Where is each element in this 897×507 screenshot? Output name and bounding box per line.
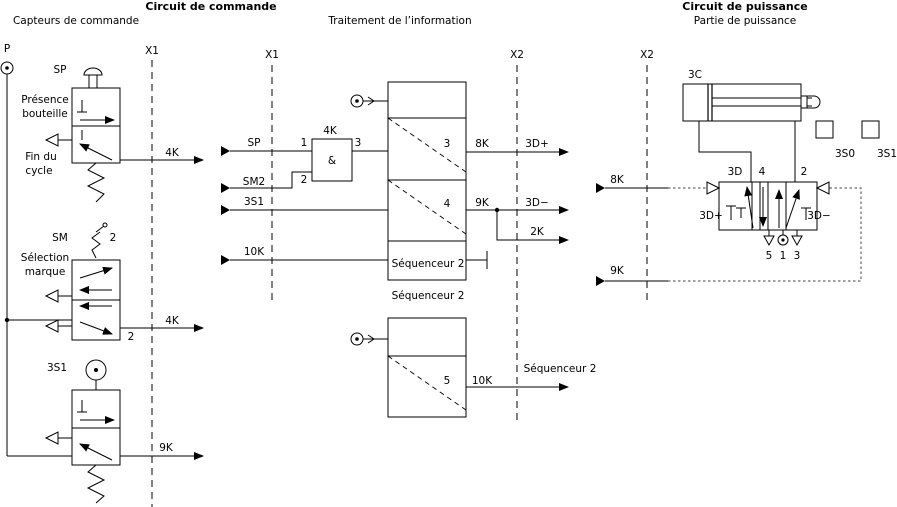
- valve-exhaust-3: 3: [794, 250, 801, 262]
- and-gate-out: 3: [355, 137, 362, 149]
- svg-text:X1: X1: [265, 49, 279, 61]
- power-input-8k-label: 8K: [610, 174, 625, 186]
- sequencer2-output-k: 10K: [472, 375, 493, 387]
- output-2k-label: 2K: [530, 226, 545, 238]
- svg-text:P: P: [4, 43, 10, 55]
- sequencer2-step-5: 5: [444, 375, 451, 387]
- power-input-9k-label: 9K: [610, 265, 625, 277]
- boundary-x2-middle: X2: [510, 49, 524, 420]
- processing-input-3s1: [221, 205, 388, 215]
- valve-port-3d: 3D: [728, 166, 743, 178]
- power-input-8k: [596, 183, 707, 193]
- valve-port-2: 2: [801, 166, 808, 178]
- processing-input-sp-label: SP: [248, 137, 261, 149]
- power-input-9k: [596, 187, 862, 286]
- valve-supply-1: 1: [780, 250, 787, 262]
- boundary-x1-middle: X1: [265, 49, 279, 300]
- sensor-sp-tag: SP: [54, 64, 67, 76]
- output-3d-minus-label: 3D−: [525, 197, 549, 209]
- sequencer-main-step-3: 3: [444, 138, 451, 150]
- sensor-sm-desc-1: Sélection: [21, 252, 69, 264]
- valve-pilot-plus: 3D+: [699, 210, 723, 222]
- output-8k-label: 8K: [475, 138, 490, 150]
- processing-input-10k-label: 10K: [244, 246, 265, 258]
- svg-text:X1: X1: [145, 45, 159, 57]
- sensor-sp-output-label: 4K: [165, 147, 180, 159]
- processing-input-sm2: [221, 171, 312, 193]
- and-gate: [311, 138, 353, 182]
- boundary-x1-left: X1: [145, 45, 159, 507]
- valve-port-4: 4: [759, 166, 766, 178]
- heading-power-part: Partie de puissance: [694, 15, 796, 27]
- limit-switch-3s1-label: 3S1: [877, 148, 897, 160]
- heading-information-processing: Traitement de l’information: [327, 15, 471, 27]
- limit-switch-3s1-icon: [861, 120, 880, 139]
- output-2k-arrow: [496, 210, 569, 244]
- sequencer-main: [350, 81, 467, 281]
- cylinder-air-lines: [698, 121, 796, 182]
- sequencer2-output-label: Séquenceur 2: [524, 363, 597, 375]
- sensor-sp-end-2: cycle: [25, 165, 52, 177]
- and-gate-symbol: &: [328, 155, 336, 167]
- sensor-sm-desc-2: marque: [25, 266, 66, 278]
- and-gate-name: 4K: [323, 125, 338, 137]
- sensor-3s1-valve: [44, 359, 121, 504]
- output-3d-plus-label: 3D+: [525, 138, 549, 150]
- cylinder-tag: 3C: [688, 69, 702, 81]
- processing-input-sm2-label: SM2: [243, 176, 265, 188]
- processing-input-sp: [221, 146, 312, 156]
- valve-exhaust-5: 5: [766, 250, 773, 262]
- sequencer2-title: Séquenceur 2: [392, 290, 465, 302]
- sensor-sm-valve: [44, 222, 121, 341]
- boundary-x2-right: X2: [640, 49, 654, 300]
- sensor-sp-desc-2: bouteille: [22, 108, 68, 120]
- sequencer2: [350, 317, 467, 418]
- processing-input-3s1-label: 3S1: [244, 196, 264, 208]
- sensor-sm-tag: SM: [52, 232, 68, 244]
- sensor-3s1-output-label: 9K: [159, 442, 174, 454]
- valve-pilot-minus: 3D−: [807, 210, 831, 222]
- heading-power-circuit: Circuit de puissance: [682, 0, 807, 13]
- output-9k-label: 9K: [475, 197, 490, 209]
- sensor-3s1-tag: 3S1: [47, 362, 67, 374]
- and-gate-in2: 2: [301, 174, 308, 186]
- sensor-sm-port: 2: [128, 331, 135, 343]
- cylinder-3c: [682, 83, 821, 122]
- sensor-sp-end-1: Fin du: [25, 151, 57, 163]
- processing-input-10k: [221, 255, 388, 265]
- distributor-valve: [706, 181, 830, 247]
- and-gate-in1: 1: [301, 137, 308, 149]
- sensor-sp-valve: [44, 67, 121, 203]
- heading-command-sensors: Capteurs de commande: [13, 15, 139, 27]
- sensor-sm-output-label: 4K: [165, 315, 180, 327]
- svg-text:X2: X2: [510, 49, 524, 61]
- heading-command-circuit: Circuit de commande: [145, 0, 276, 13]
- sensor-sp-desc-1: Présence: [21, 94, 69, 106]
- sequencer-main-label: Séquenceur 2: [392, 258, 465, 270]
- limit-switch-3s0-label: 3S0: [835, 148, 855, 160]
- sensor-sm-pilot-port: 2: [110, 232, 117, 244]
- limit-switch-3s0-icon: [815, 120, 834, 139]
- svg-text:X2: X2: [640, 49, 654, 61]
- sequencer-main-step-4: 4: [444, 198, 451, 210]
